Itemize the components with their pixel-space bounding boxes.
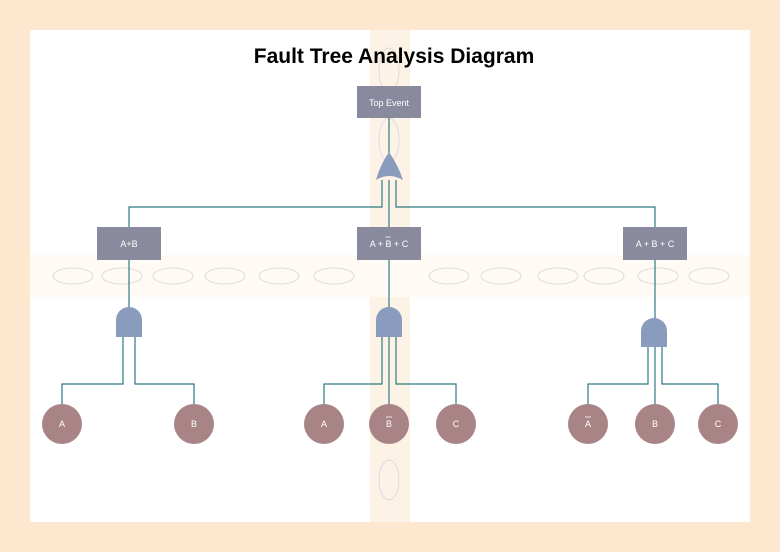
- or-gate-icon: [376, 152, 403, 180]
- basic-event-label: A: [321, 419, 327, 429]
- basic-event-a: A: [304, 404, 344, 444]
- basic-event-label: B: [191, 419, 197, 429]
- basic-event-label: A: [585, 419, 591, 429]
- basic-event-c: C: [698, 404, 738, 444]
- and-gate-icon: [116, 307, 142, 337]
- intermediate-event-ab-label: A+B: [120, 239, 137, 249]
- intermediate-event-abc-label: A + B + C: [636, 239, 675, 249]
- basic-event-b: B: [635, 404, 675, 444]
- basic-event-a: A: [42, 404, 82, 444]
- intermediate-event-a-notb-c: A + B + C: [357, 227, 421, 260]
- basic-event-not-a: A: [568, 404, 608, 444]
- basic-event-c: C: [436, 404, 476, 444]
- basic-event-label: B: [386, 419, 392, 429]
- and-gate-icon: [641, 318, 667, 347]
- basic-event-not-b: B: [369, 404, 409, 444]
- basic-event-b: B: [174, 404, 214, 444]
- basic-event-label: C: [715, 419, 722, 429]
- and-gate-icon: [376, 307, 402, 337]
- basic-event-label: C: [453, 419, 460, 429]
- connectors: [61, 118, 719, 405]
- intermediate-event-a-notb-c-label: A + B + C: [370, 239, 409, 249]
- diagram-title: Fault Tree Analysis Diagram: [254, 45, 535, 68]
- basic-event-label: B: [652, 419, 658, 429]
- intermediate-event-ab: A+B: [97, 227, 161, 260]
- basic-event-label: A: [59, 419, 65, 429]
- top-event: Top Event: [357, 86, 421, 118]
- top-event-label: Top Event: [369, 98, 410, 108]
- intermediate-event-abc: A + B + C: [623, 227, 687, 260]
